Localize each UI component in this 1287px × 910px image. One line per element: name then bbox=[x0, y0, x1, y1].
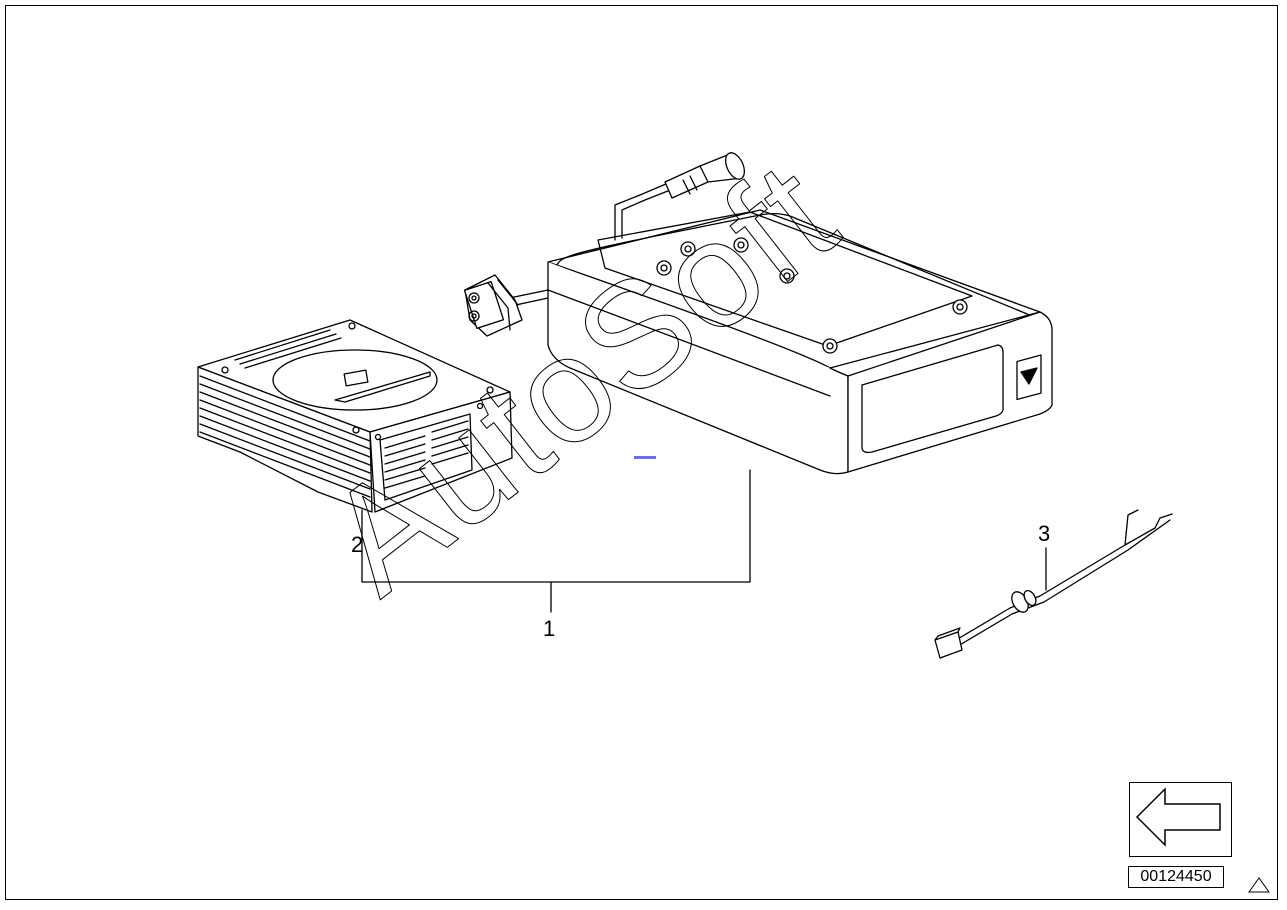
diagram-frame bbox=[5, 5, 1278, 900]
callout-2: 2 bbox=[351, 532, 364, 557]
cable-harness bbox=[934, 509, 1173, 659]
amplifier-module bbox=[197, 319, 513, 513]
leader-lines bbox=[361, 469, 1047, 613]
triangle-warning-icon bbox=[1248, 877, 1270, 893]
accent-mark bbox=[634, 456, 656, 459]
previous-page-button[interactable] bbox=[1129, 782, 1232, 857]
document-number: 00124450 bbox=[1128, 866, 1224, 888]
callout-1: 1 bbox=[543, 616, 556, 641]
main-unit bbox=[463, 152, 1053, 475]
callout-3: 3 bbox=[1038, 521, 1051, 546]
